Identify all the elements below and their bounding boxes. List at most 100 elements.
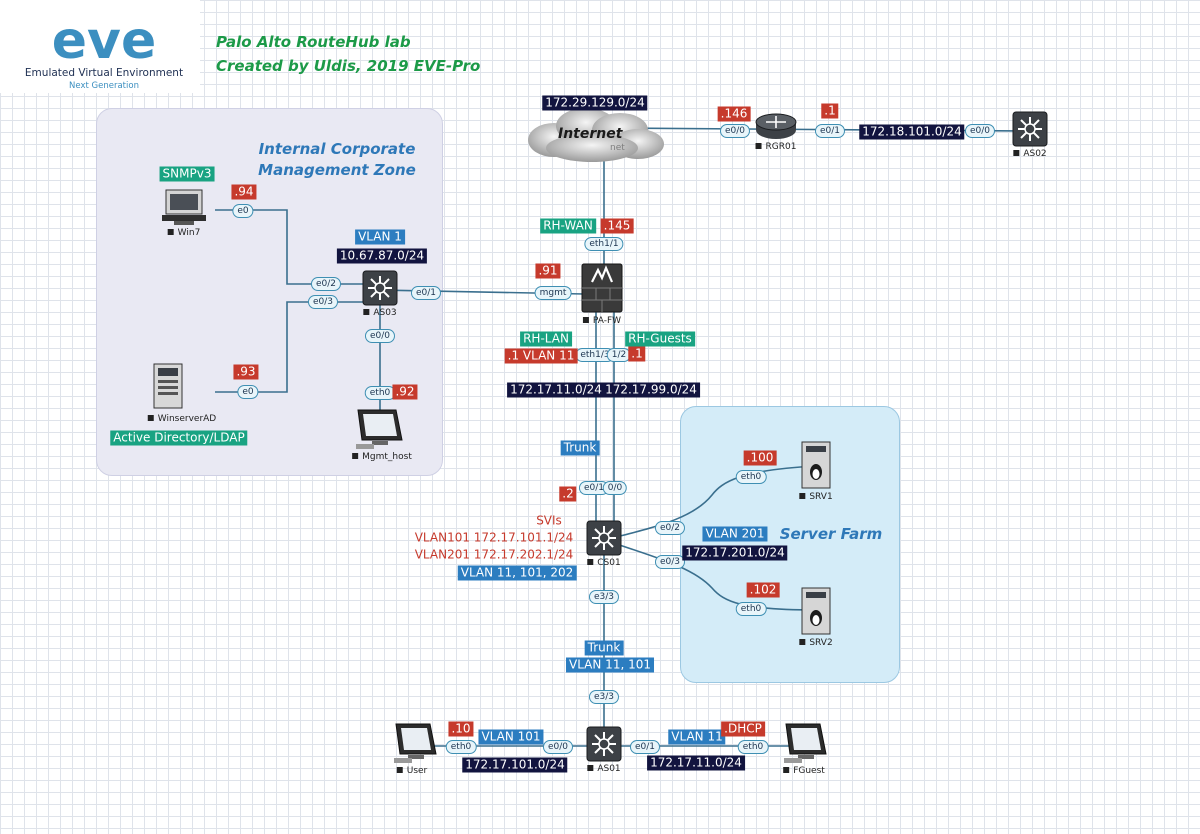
- label-lan-vlan: .1 VLAN 11: [504, 348, 578, 364]
- host-fguest[interactable]: FGuest: [780, 720, 830, 776]
- as01-name: AS01: [587, 764, 620, 774]
- intf-cs01-e3-3[interactable]: e3/3: [588, 590, 620, 604]
- label-guests-subnet: 172.17.99.0/24: [602, 382, 700, 398]
- intf-as03-e0-0[interactable]: e0/0: [364, 329, 396, 343]
- srv1-name: SRV1: [799, 492, 832, 502]
- as02-name: AS02: [1013, 149, 1046, 159]
- label-wan-ip: .145: [600, 218, 634, 234]
- label-as02-subnet: 172.18.101.0/24: [859, 124, 965, 140]
- label-svi-201: VLAN201 172.17.202.1/24: [414, 547, 574, 562]
- label-cs01-vlans: VLAN 11, 101, 202: [457, 565, 577, 581]
- intf-mgmt-eth0[interactable]: eth0: [364, 386, 396, 400]
- multilayer-switch-icon: [362, 270, 398, 306]
- label-rh-wan: RH-WAN: [540, 218, 596, 234]
- label-guests-ip: .1: [628, 346, 646, 362]
- multilayer-switch-icon: [586, 726, 622, 762]
- server-srv1[interactable]: SRV1: [798, 440, 834, 502]
- server-srv2[interactable]: SRV2: [798, 586, 834, 648]
- switch-as02[interactable]: AS02: [1012, 111, 1048, 159]
- label-vlan101: VLAN 101: [478, 729, 544, 745]
- intf-pafw-eth1-1[interactable]: eth1/1: [584, 237, 624, 251]
- intf-winserver-e0[interactable]: e0: [237, 385, 259, 399]
- label-vlan11: VLAN 11: [668, 729, 726, 745]
- label-fguest-subnet: 172.17.11.0/24: [647, 755, 745, 771]
- label-lan-subnet: 172.17.11.0/24: [507, 382, 605, 398]
- internet-label: Internet: [558, 126, 623, 142]
- switch-as03[interactable]: AS03: [362, 270, 398, 318]
- mgmt-host-name: Mgmt_host: [352, 452, 412, 462]
- label-winserver-ip: .93: [233, 364, 259, 380]
- win7-name: Win7: [168, 228, 201, 238]
- label-mgmt-host-ip: .92: [392, 384, 418, 400]
- label-pa-mgmt-ip: .91: [535, 263, 561, 279]
- lab-subtitle: Created by Uldis, 2019 EVE-Pro: [216, 57, 481, 75]
- management-zone-title: Internal Corporate Management Zone: [258, 140, 416, 179]
- intf-win7-e0[interactable]: e0: [232, 204, 254, 218]
- firewall-pa-fw[interactable]: PA-FW: [580, 262, 624, 326]
- computer-icon: [784, 723, 827, 763]
- intf-fguest-eth0[interactable]: eth0: [737, 740, 769, 754]
- label-vlan201: VLAN 201: [702, 526, 768, 542]
- eve-logo-graphic: eve Emulated Virtual Environment Next Ge…: [25, 11, 183, 91]
- label-user-ip: .10: [448, 721, 474, 737]
- host-win7[interactable]: Win7: [160, 188, 208, 238]
- server-farm-zone: Server Farm: [680, 406, 900, 683]
- cloud-icon: [528, 108, 664, 162]
- intf-as03-e0-1[interactable]: e0/1: [410, 286, 442, 300]
- intf-srv1-eth0[interactable]: eth0: [735, 470, 767, 484]
- logo-tagline: Next Generation: [69, 81, 139, 91]
- intf-as01-e0-0[interactable]: e0/0: [542, 740, 574, 754]
- label-vlan1: VLAN 1: [355, 229, 405, 245]
- intf-as02-e0-0[interactable]: e0/0: [964, 124, 996, 138]
- intf-as01-e0-1[interactable]: e0/1: [629, 740, 661, 754]
- label-rgr01-left-ip: .146: [717, 106, 751, 122]
- server-farm-title: Server Farm: [779, 525, 883, 543]
- intf-pafw-mgmt[interactable]: mgmt: [534, 286, 572, 300]
- intf-rgr01-e0-1[interactable]: e0/1: [814, 124, 846, 138]
- label-user-subnet: 172.17.101.0/24: [462, 757, 568, 773]
- intf-rgr01-e0-0[interactable]: e0/0: [719, 124, 751, 138]
- switch-as01[interactable]: AS01: [586, 726, 622, 774]
- label-snmpv3: SNMPv3: [159, 166, 215, 182]
- linux-server-icon: [801, 441, 831, 489]
- pa-fw-name: PA-FW: [583, 316, 621, 326]
- intf-cs01-e0-2[interactable]: e0/2: [654, 521, 686, 535]
- server-icon: [153, 363, 183, 409]
- link-win7-as03[interactable]: [215, 209, 380, 285]
- intf-as01-e3-3[interactable]: e3/3: [588, 690, 620, 704]
- intf-as03-e0-3[interactable]: e0/3: [307, 295, 339, 309]
- switch-cs01[interactable]: CS01: [586, 520, 622, 568]
- label-dhcp: .DHCP: [721, 721, 765, 737]
- label-cs01-ip: .2: [559, 486, 577, 502]
- host-mgmt-host[interactable]: Mgmt_host: [352, 406, 412, 462]
- intf-cs01-e0-0[interactable]: 0/0: [602, 481, 628, 495]
- linux-server-icon: [801, 587, 831, 635]
- multilayer-switch-icon: [586, 520, 622, 556]
- lab-title: Palo Alto RouteHub lab: [216, 33, 411, 51]
- logo-wordmark: eve: [52, 11, 156, 71]
- internet-cloud[interactable]: Internet net: [520, 104, 670, 164]
- multilayer-switch-icon: [1012, 111, 1048, 147]
- intf-user-eth0[interactable]: eth0: [445, 740, 477, 754]
- rgr01-name: RGR01: [756, 142, 797, 152]
- workstation-icon: [162, 189, 206, 225]
- internet-faint-label: net: [610, 143, 625, 153]
- server-winserverad[interactable]: WinserverAD: [148, 362, 216, 424]
- intf-srv2-eth0[interactable]: eth0: [735, 602, 767, 616]
- label-mgmt-subnet: 10.67.87.0/24: [336, 248, 428, 264]
- label-svis: SVIs: [536, 513, 562, 528]
- router-rgr01[interactable]: RGR01: [754, 112, 798, 152]
- intf-as03-e0-2[interactable]: e0/2: [310, 277, 342, 291]
- intf-cs01-e0-3[interactable]: e0/3: [654, 555, 686, 569]
- winserverad-name: WinserverAD: [148, 414, 216, 424]
- cs01-name: CS01: [587, 558, 620, 568]
- label-trunk-lower: Trunk: [584, 640, 624, 656]
- computer-icon: [394, 723, 437, 763]
- eve-logo: eve Emulated Virtual Environment Next Ge…: [0, 0, 200, 93]
- host-user[interactable]: User: [390, 720, 440, 776]
- label-internet-subnet: 172.29.129.0/24: [542, 95, 648, 111]
- fguest-name: FGuest: [783, 766, 825, 776]
- user-name: User: [397, 766, 428, 776]
- label-trunk-vlans: VLAN 11, 101: [566, 657, 654, 673]
